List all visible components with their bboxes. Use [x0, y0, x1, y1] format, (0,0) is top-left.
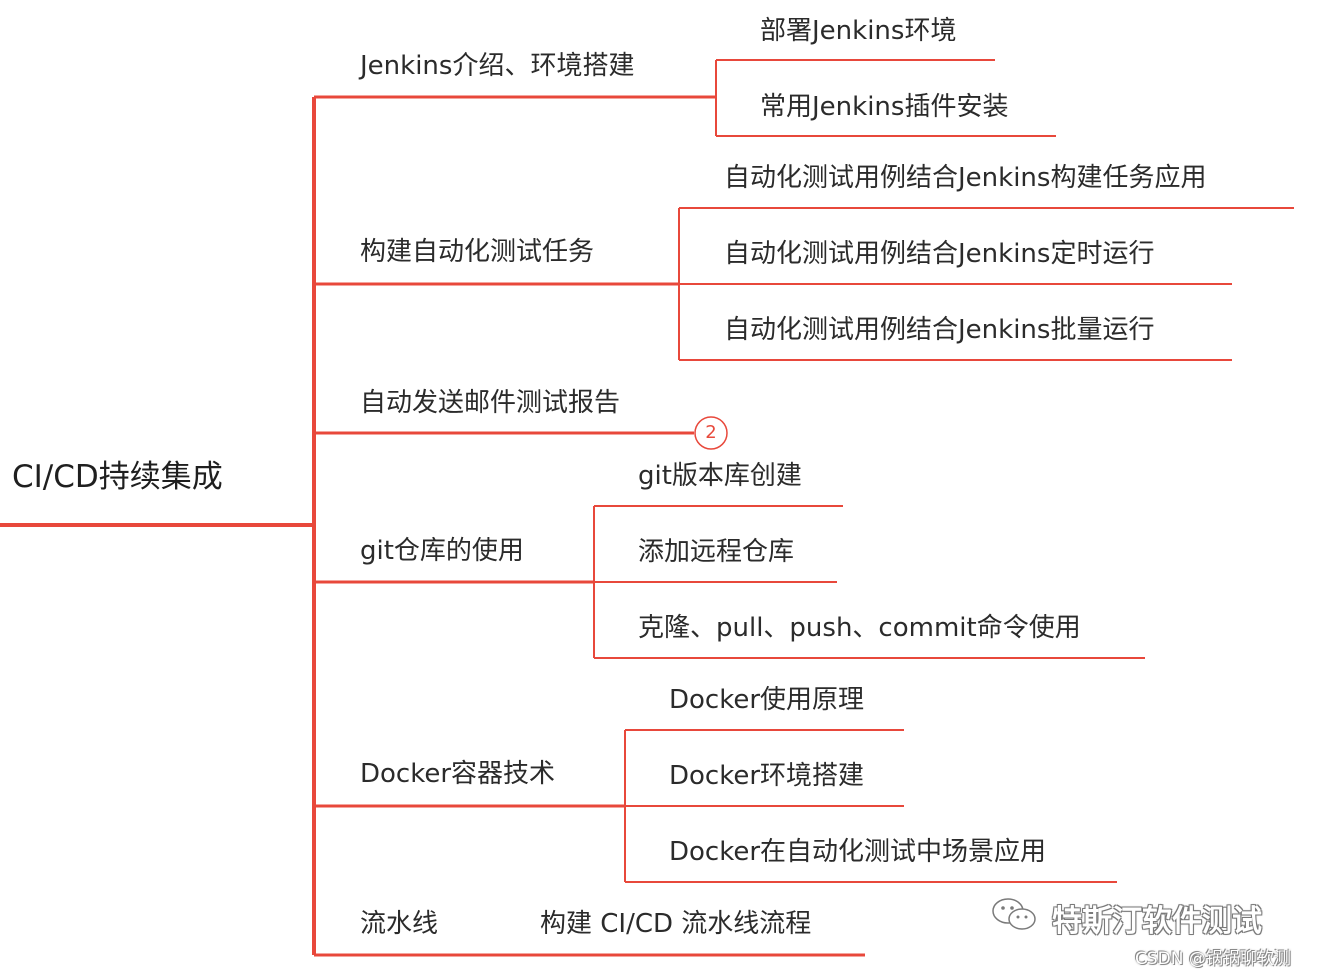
- git-child-1[interactable]: git版本库创建: [638, 461, 802, 491]
- root-topic[interactable]: CI/CD持续集成: [12, 459, 223, 495]
- wechat-icon: [992, 898, 1036, 930]
- git-child-3[interactable]: 克隆、pull、push、commit命令使用: [638, 613, 1081, 643]
- pipeline-child-1[interactable]: 构建 CI/CD 流水线流程: [540, 909, 812, 939]
- branch-docker-label[interactable]: Docker容器技术: [360, 759, 556, 789]
- git-child-2[interactable]: 添加远程仓库: [638, 537, 795, 567]
- build-child-3[interactable]: 自动化测试用例结合Jenkins批量运行: [724, 315, 1155, 345]
- docker-child-1[interactable]: Docker使用原理: [669, 685, 865, 715]
- jenkins-child-1[interactable]: 部署Jenkins环境: [760, 16, 957, 46]
- collapsed-badge-circle: [694, 416, 728, 450]
- build-child-2[interactable]: 自动化测试用例结合Jenkins定时运行: [724, 239, 1155, 269]
- docker-child-3[interactable]: Docker在自动化测试中场景应用: [669, 837, 1047, 867]
- jenkins-child-2[interactable]: 常用Jenkins插件安装: [760, 92, 1009, 122]
- branch-build-label[interactable]: 构建自动化测试任务: [360, 237, 595, 267]
- branch-git-label[interactable]: git仓库的使用: [360, 536, 524, 566]
- branch-pipeline-label[interactable]: 流水线: [360, 909, 439, 939]
- branch-email-label[interactable]: 自动发送邮件测试报告: [360, 388, 621, 418]
- docker-child-2[interactable]: Docker环境搭建: [669, 761, 865, 791]
- collapsed-count-badge[interactable]: 2: [705, 422, 717, 443]
- build-child-1[interactable]: 自动化测试用例结合Jenkins构建任务应用: [724, 163, 1207, 193]
- branch-jenkins-label[interactable]: Jenkins介绍、环境搭建: [360, 51, 635, 81]
- watermark-brand: 特斯汀软件测试: [1052, 904, 1262, 939]
- watermark-source: CSDN @锅锅聊软测: [1135, 949, 1291, 969]
